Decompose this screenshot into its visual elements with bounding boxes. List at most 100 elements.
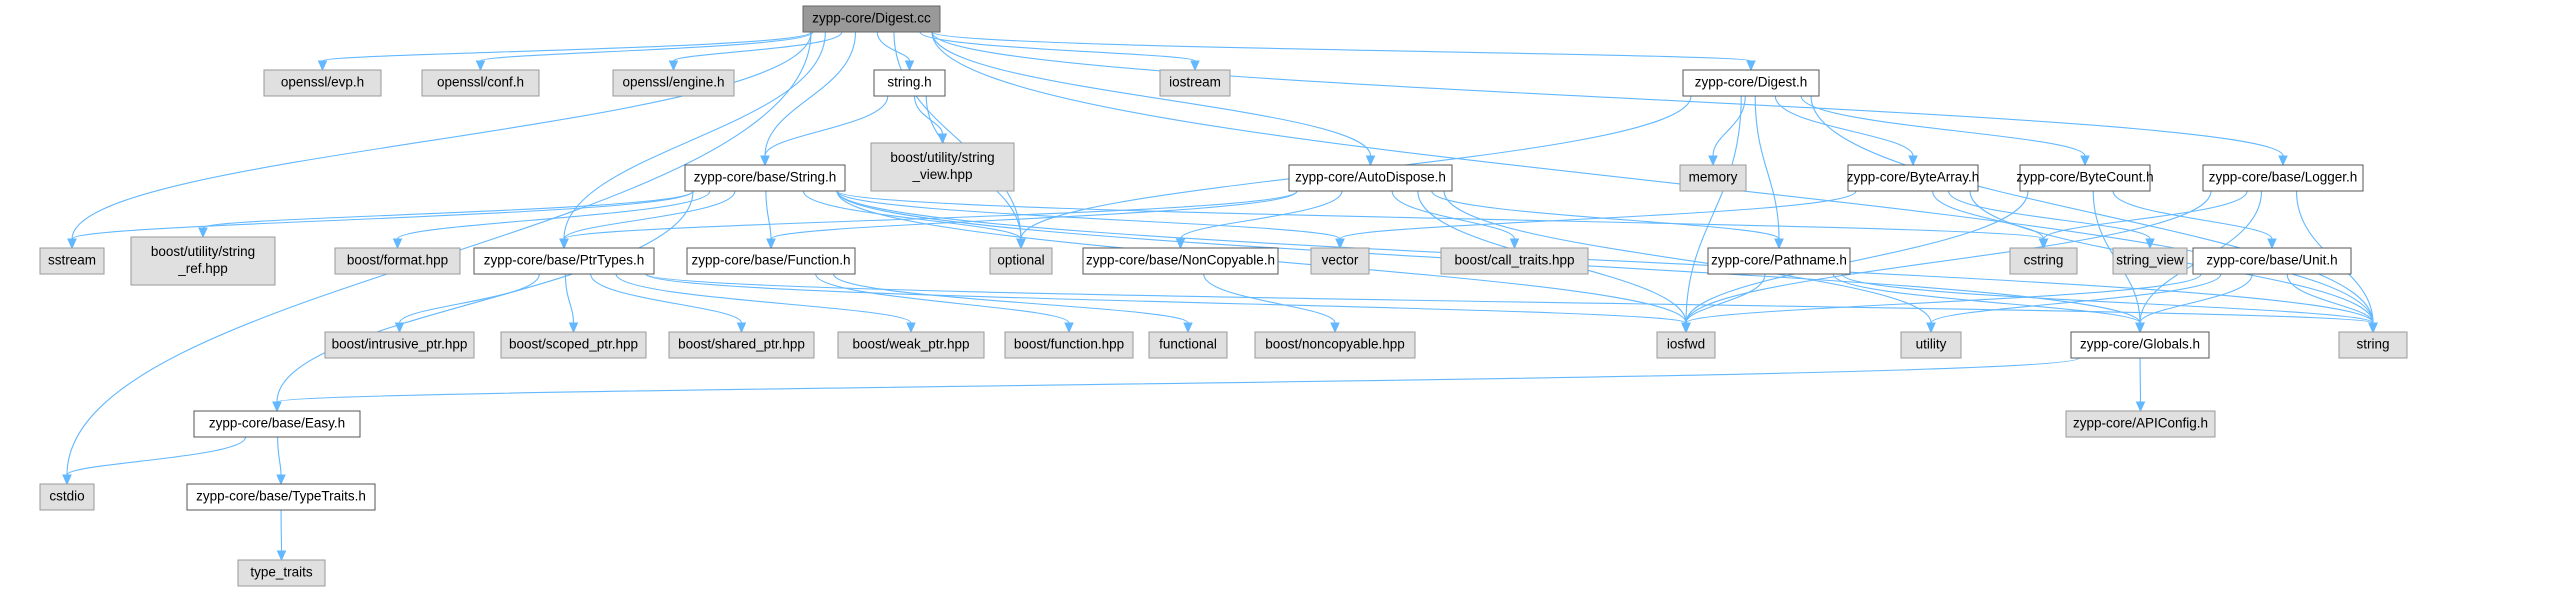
node-box <box>873 69 946 97</box>
node-autodispose[interactable]: zypp-core/AutoDispose.h <box>1288 164 1453 192</box>
node-function-h[interactable]: zypp-core/base/Function.h <box>686 247 856 275</box>
node-unit[interactable]: zypp-core/base/Unit.h <box>2192 247 2352 275</box>
node-label: string <box>2356 337 2389 352</box>
node-box <box>2019 164 2151 192</box>
edge-line <box>1800 95 2086 157</box>
node-pathname[interactable]: zypp-core/Pathname.h <box>1707 247 1851 275</box>
node-calltraits[interactable]: boost/call_traits.hpp <box>1440 247 1589 275</box>
node-string-h[interactable]: string.h <box>873 69 946 97</box>
edge-line <box>276 190 694 403</box>
node-logger[interactable]: zypp-core/base/Logger.h <box>2202 164 2364 192</box>
edge-line <box>2139 273 2253 324</box>
node-label: _view.hpp <box>911 167 972 182</box>
node-box <box>2070 331 2210 359</box>
node-box <box>2192 247 2352 275</box>
edge-arrowhead <box>198 227 208 239</box>
node-label: zypp-core/APIConfig.h <box>2073 416 2208 431</box>
edge-line <box>931 31 1752 62</box>
node-label: zypp-core/base/Function.h <box>691 253 850 268</box>
node-digest-cc[interactable]: zypp-core/Digest.cc <box>802 5 941 33</box>
node-label: boost/utility/string <box>151 244 255 259</box>
node-label: vector <box>1322 253 1359 268</box>
node-weak[interactable]: boost/weak_ptr.hpp <box>837 331 985 359</box>
edge-line <box>1391 190 1516 240</box>
edge-arrowhead <box>67 238 77 250</box>
node-label: openssl/evp.h <box>281 75 364 90</box>
edge-line <box>913 95 944 135</box>
node-box <box>2338 331 2408 359</box>
edge-bytearray-to-cstring <box>1932 190 2049 250</box>
node-cstring[interactable]: cstring <box>2009 247 2078 275</box>
edge-layer <box>62 31 2378 562</box>
node-box <box>1288 164 1453 192</box>
edge-line <box>398 273 540 324</box>
node-apiconfig[interactable]: zypp-core/APIConfig.h <box>2065 410 2216 438</box>
node-digest-h[interactable]: zypp-core/Digest.h <box>1682 69 1820 97</box>
edge-globals-to-apiconfig <box>2135 357 2146 413</box>
node-memory[interactable]: memory <box>1679 164 1747 192</box>
edge-arrowhead <box>2368 322 2378 334</box>
edge-digest-cc-to-string-h <box>876 31 915 72</box>
node-evp[interactable]: openssl/evp.h <box>263 69 382 97</box>
node-label: zypp-core/Digest.cc <box>812 11 931 26</box>
node-label: boost/intrusive_ptr.hpp <box>332 337 468 352</box>
node-label: zypp-core/base/Unit.h <box>2206 253 2337 268</box>
node-box <box>870 142 1015 192</box>
node-engine[interactable]: openssl/engine.h <box>612 69 735 97</box>
node-typetraits-h[interactable]: zypp-core/base/TypeTraits.h <box>186 483 376 511</box>
edge-arrowhead <box>1746 60 1756 72</box>
edge-arrowhead <box>904 60 915 72</box>
node-intrusive[interactable]: boost/intrusive_ptr.hpp <box>324 331 475 359</box>
edge-ptrtypes-to-shared <box>590 273 747 334</box>
edge-line <box>563 190 736 240</box>
node-easy[interactable]: zypp-core/base/Easy.h <box>193 410 361 438</box>
edge-typetraits-h-to-type-traits <box>276 509 287 562</box>
node-sref-hpp[interactable]: boost/utility/string_ref.hpp <box>130 236 276 286</box>
node-label: sstream <box>48 253 96 268</box>
edge-arrowhead <box>1509 238 1520 250</box>
edge-arrowhead <box>2145 238 2155 250</box>
node-box <box>39 483 95 511</box>
edge-line <box>66 436 247 476</box>
edge-unit-to-iosfwd <box>1681 273 2202 334</box>
node-sv-hpp[interactable]: boost/utility/string _view.hpp <box>870 142 1015 192</box>
node-ptrtypes[interactable]: zypp-core/base/PtrTypes.h <box>473 247 655 275</box>
node-string[interactable]: string <box>2338 331 2408 359</box>
node-base-string[interactable]: zypp-core/base/String.h <box>684 164 846 192</box>
node-string-view[interactable]: string_view <box>2112 247 2188 275</box>
node-sstream[interactable]: sstream <box>39 247 105 275</box>
edge-line <box>1685 95 1742 324</box>
node-conf[interactable]: openssl/conf.h <box>421 69 540 97</box>
node-vector[interactable]: vector <box>1310 247 1370 275</box>
node-shared[interactable]: boost/shared_ptr.hpp <box>668 331 815 359</box>
edge-arrowhead <box>2135 322 2145 334</box>
edge-line <box>1685 190 2212 324</box>
node-label: zypp-core/base/Easy.h <box>209 416 345 431</box>
edge-noncopyable-to-bnoncopy <box>1203 273 1340 334</box>
node-functional[interactable]: functional <box>1148 331 1228 359</box>
node-iosfwd[interactable]: iosfwd <box>1656 331 1716 359</box>
edge-line <box>1712 95 1746 157</box>
node-noncopyable[interactable]: zypp-core/base/NonCopyable.h <box>1082 247 1279 275</box>
node-globals[interactable]: zypp-core/Globals.h <box>2070 331 2210 359</box>
node-optional[interactable]: optional <box>989 247 1053 275</box>
node-bfunction[interactable]: boost/function.hpp <box>1004 331 1134 359</box>
node-label: boost/noncopyable.hpp <box>1265 337 1405 352</box>
edge-logger-to-cstring <box>2038 190 2248 250</box>
node-box <box>2202 164 2364 192</box>
edge-line <box>321 31 812 62</box>
edge-line <box>1754 95 1780 240</box>
node-box <box>1679 164 1747 192</box>
node-box <box>421 69 540 97</box>
node-bytearray[interactable]: zypp-core/ByteArray.h <box>1847 164 1980 192</box>
node-iostream[interactable]: iostream <box>1159 69 1231 97</box>
node-scoped[interactable]: boost/scoped_ptr.hpp <box>500 331 647 359</box>
node-label: boost/utility/string <box>890 150 994 165</box>
edge-arrowhead <box>1175 238 1186 250</box>
node-bnoncopy[interactable]: boost/noncopyable.hpp <box>1254 331 1416 359</box>
node-format[interactable]: boost/format.hpp <box>334 247 461 275</box>
node-cstdio[interactable]: cstdio <box>39 483 95 511</box>
node-type-traits[interactable]: type_traits <box>237 559 326 587</box>
node-utility[interactable]: utility <box>1900 331 1962 359</box>
node-bytecount[interactable]: zypp-core/ByteCount.h <box>2016 164 2154 192</box>
